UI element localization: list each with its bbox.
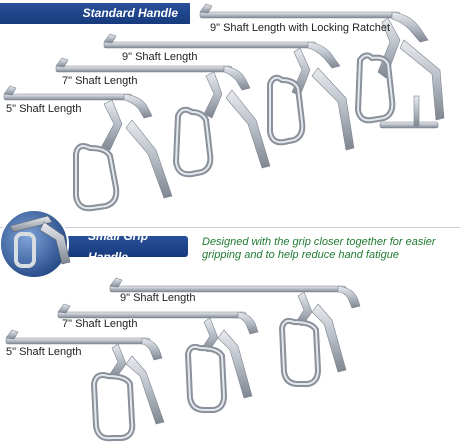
label-7in: 7" Shaft Length [62, 75, 138, 87]
small-grip-label-9in: 9" Shaft Length [120, 292, 196, 304]
standard-handle-banner: Standard Handle [0, 3, 190, 24]
small-grip-9in-icon [109, 277, 361, 387]
standard-handle-title: Standard Handle [82, 6, 178, 20]
small-grip-banner: Small Grip Handle [60, 229, 188, 264]
section-divider [0, 227, 460, 228]
small-grip-label-5in: 5" Shaft Length [6, 346, 82, 358]
small-grip-title: Small Grip Handle [88, 228, 149, 264]
small-grip-7in-icon [57, 303, 259, 413]
rongeur-9in-ratchet-icon [199, 3, 445, 129]
small-grip-label-7in: 7" Shaft Length [62, 318, 138, 330]
rongeur-7in-icon [55, 57, 271, 178]
label-9in-ratchet: 9" Shaft Length with Locking Ratchet [210, 22, 391, 34]
small-grip-description: Designed with the grip closer together f… [202, 236, 436, 261]
hand-grip-inset-icon [0, 209, 71, 279]
rongeur-5in-icon [3, 85, 173, 212]
rongeur-9in-icon [103, 33, 355, 151]
label-5in: 5" Shaft Length [6, 103, 82, 115]
small-grip-5in-icon [5, 329, 165, 442]
label-9in: 9" Shaft Length [122, 51, 198, 63]
